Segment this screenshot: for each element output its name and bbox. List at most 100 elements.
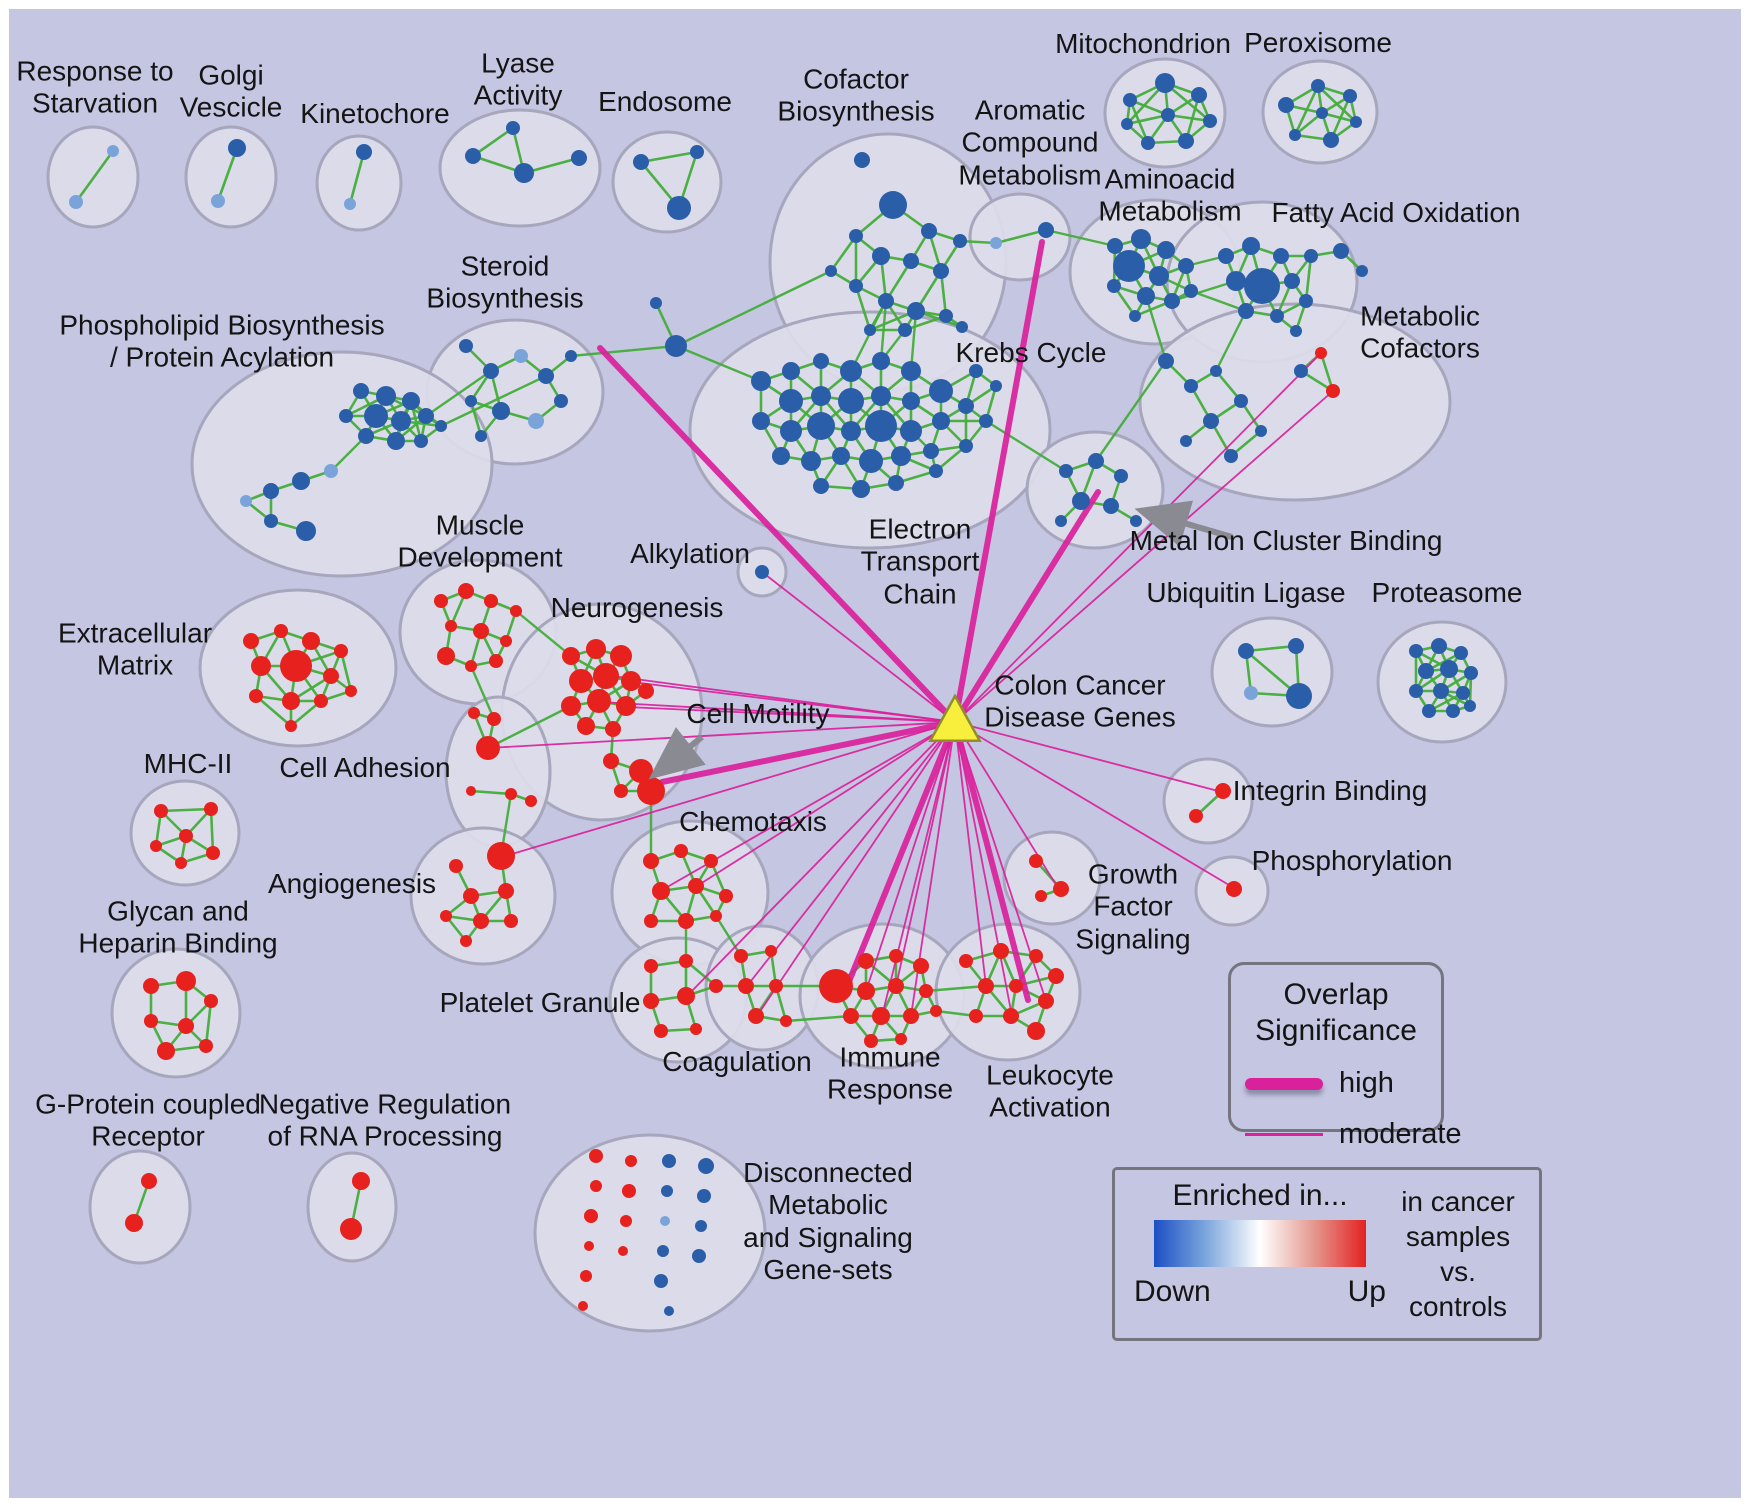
gene-set-node: [969, 364, 983, 378]
gene-set-node: [643, 853, 659, 869]
gene-set-node: [459, 339, 473, 353]
gene-set-node: [1278, 97, 1294, 113]
gene-set-node: [1121, 118, 1133, 130]
gene-set-node: [959, 439, 973, 453]
gene-set-node: [1161, 108, 1175, 122]
gene-set-node: [1289, 129, 1301, 141]
intercluster-edge: [714, 915, 743, 957]
enrichment-gradient-column: Enriched in... Down Up: [1129, 1178, 1391, 1330]
gene-set-node: [979, 414, 993, 428]
gene-set-node: [674, 844, 688, 858]
gene-set-node: [125, 1214, 143, 1232]
gene-set-node: [843, 1008, 859, 1024]
gene-set-node: [435, 420, 447, 432]
gene-set-node: [811, 386, 831, 406]
overlap-significance-edge: [487, 721, 956, 749]
gene-set-edge: [472, 126, 514, 158]
gene-set-node: [204, 802, 218, 816]
gene-set-node: [1035, 890, 1047, 902]
gene-set-node: [510, 605, 522, 617]
intercluster-edge: [925, 984, 987, 993]
gene-set-node: [752, 412, 770, 430]
layer-top: [648, 500, 1233, 780]
gene-set-node: [204, 994, 218, 1008]
gene-set-node: [263, 483, 279, 499]
gene-set-node: [141, 1173, 157, 1189]
gene-set-node: [865, 410, 897, 442]
gene-set-edge: [469, 400, 483, 437]
gene-set-node: [1290, 325, 1302, 337]
gene-set-node: [704, 854, 718, 868]
gene-set-node: [1203, 413, 1219, 429]
gene-set-node: [891, 446, 911, 466]
gene-set-node: [69, 195, 83, 209]
gene-set-node: [292, 472, 310, 490]
gene-set-node: [1088, 453, 1104, 469]
moderate-significance-label: moderate: [1339, 1118, 1462, 1150]
gene-set-node: [1137, 287, 1155, 305]
gene-set-node: [251, 656, 271, 676]
gene-set-node: [1224, 449, 1238, 463]
gene-set-node: [353, 383, 369, 399]
intercluster-edge: [1095, 360, 1167, 462]
overlap-significance-edge: [895, 721, 956, 987]
overlap-significance-edge: [952, 489, 1101, 725]
gene-set-node: [449, 859, 463, 873]
gene-set-node: [898, 323, 912, 337]
gene-set-node: [1409, 644, 1423, 658]
gene-set-node: [1129, 310, 1141, 322]
pointer-arrow: [648, 727, 706, 780]
gene-set-node: [489, 654, 503, 668]
gene-set-node: [143, 978, 159, 994]
gene-set-node: [1027, 1022, 1045, 1040]
gene-set-node: [878, 293, 894, 309]
gene-set-edge: [995, 228, 1047, 245]
gene-set-node: [473, 913, 489, 929]
overlap-significance-edge: [865, 721, 956, 992]
gene-set-node: [849, 279, 863, 293]
gene-set-node: [178, 1018, 194, 1034]
gene-set-node: [505, 788, 517, 800]
gene-set-node: [1178, 258, 1194, 274]
gene-set-node: [249, 689, 263, 703]
up-label: Up: [1347, 1275, 1386, 1308]
gene-set-node: [1244, 268, 1280, 304]
gene-set-node: [1203, 114, 1217, 128]
down-label: Down: [1134, 1275, 1211, 1308]
gene-set-node: [852, 480, 870, 498]
gene-set-node: [819, 969, 853, 1003]
gene-set-node: [1356, 265, 1368, 277]
gene-set-node: [772, 447, 790, 465]
gene-set-node: [1055, 515, 1067, 527]
gene-set-node: [1323, 132, 1339, 148]
gene-set-node: [903, 1008, 919, 1024]
cluster-bubble: [184, 125, 278, 229]
gene-set-node: [664, 1306, 674, 1316]
gene-set-node: [677, 987, 695, 1005]
layer-nodes: [69, 73, 1478, 1316]
gene-set-node: [339, 409, 353, 423]
intercluster-edge: [849, 300, 888, 372]
cluster-bubble: [315, 134, 403, 232]
gene-set-node: [1464, 700, 1476, 712]
gene-set-node: [1440, 660, 1458, 678]
gene-set-node: [264, 514, 278, 528]
gene-set-node: [465, 395, 477, 407]
gene-set-node: [440, 910, 452, 922]
gene-set-node: [900, 420, 922, 442]
pointer-arrow: [1134, 500, 1233, 547]
gene-set-node: [150, 840, 162, 852]
gene-set-node: [719, 889, 733, 903]
overlap-significance-edge: [954, 721, 1235, 889]
gene-set-node: [1048, 968, 1064, 984]
gene-set-node: [1464, 666, 1478, 680]
gene-set-node: [1130, 515, 1142, 527]
gene-set-node: [1189, 809, 1203, 823]
gene-set-node: [1299, 294, 1313, 308]
gene-set-edge: [216, 147, 239, 202]
gene-set-node: [1123, 93, 1137, 107]
gene-set-node: [825, 265, 837, 277]
gene-set-node: [1184, 379, 1198, 393]
gene-set-node: [569, 669, 593, 693]
